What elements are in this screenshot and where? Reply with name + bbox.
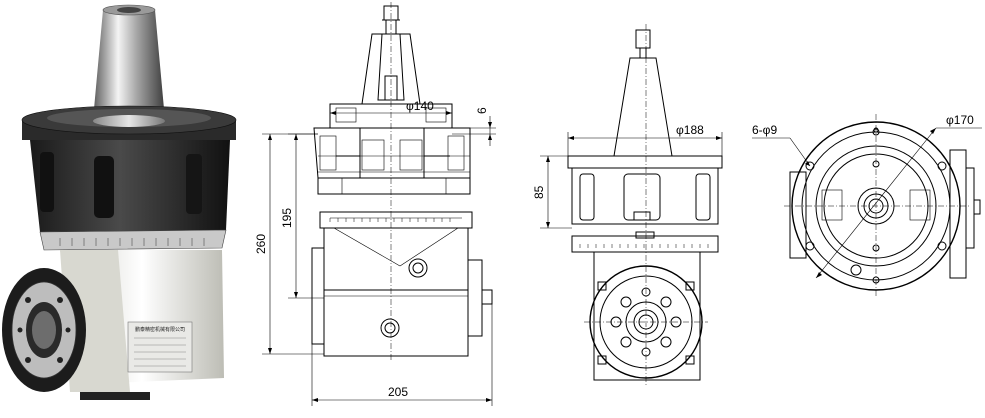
nameplate [127, 321, 193, 373]
dim-side-diameter: φ140 [406, 99, 434, 113]
tool-taper [93, 10, 165, 120]
black-housing [30, 140, 230, 232]
dim-side-width: 205 [388, 385, 408, 399]
dim-front-height: 85 [532, 185, 546, 199]
dim-top-holes: 6-φ9 [752, 123, 777, 137]
front-view: φ188 85 [532, 24, 723, 386]
dim-side-flange: 6 [475, 107, 489, 114]
product-photo: 鹏泰精密机械有限公司 [2, 4, 237, 400]
top-view: 6-φ9 φ170 [752, 113, 982, 298]
dim-side-height-total: 260 [254, 234, 268, 254]
dim-side-height-center: 195 [280, 208, 294, 228]
dim-front-diameter: φ188 [676, 123, 704, 137]
dim-top-pcd: φ170 [946, 113, 974, 127]
side-section-view: φ140 6 260 195 205 [254, 2, 496, 406]
nameplate-title: 鹏泰精密机械有限公司 [135, 326, 185, 333]
